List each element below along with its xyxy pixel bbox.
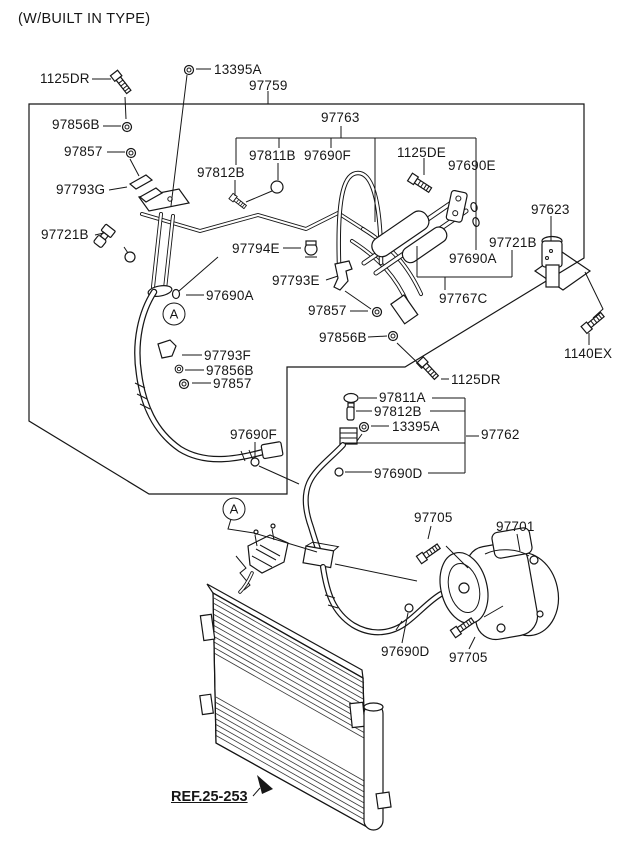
- condenser-drawing: [199, 555, 392, 831]
- pipe-assembly-drawing: [134, 170, 469, 463]
- ref-25-253-link[interactable]: REF.25-253: [171, 789, 248, 805]
- main-group-outline: [28, 103, 585, 495]
- condenser-bracket-drawing: [238, 523, 289, 594]
- tube-group-bracket: [235, 126, 477, 250]
- hardware-parts-drawing: [93, 64, 480, 390]
- expansion-valve-drawing: [533, 235, 606, 335]
- suction-pipe-assembly-drawing: [250, 392, 444, 636]
- pressure-sensor-97721B: [93, 223, 116, 248]
- compressor-drawing: [439, 527, 560, 641]
- diagram-title: (W/BUILT IN TYPE): [18, 11, 151, 27]
- ref-arrow: [257, 775, 273, 794]
- leader-lines: [92, 68, 604, 797]
